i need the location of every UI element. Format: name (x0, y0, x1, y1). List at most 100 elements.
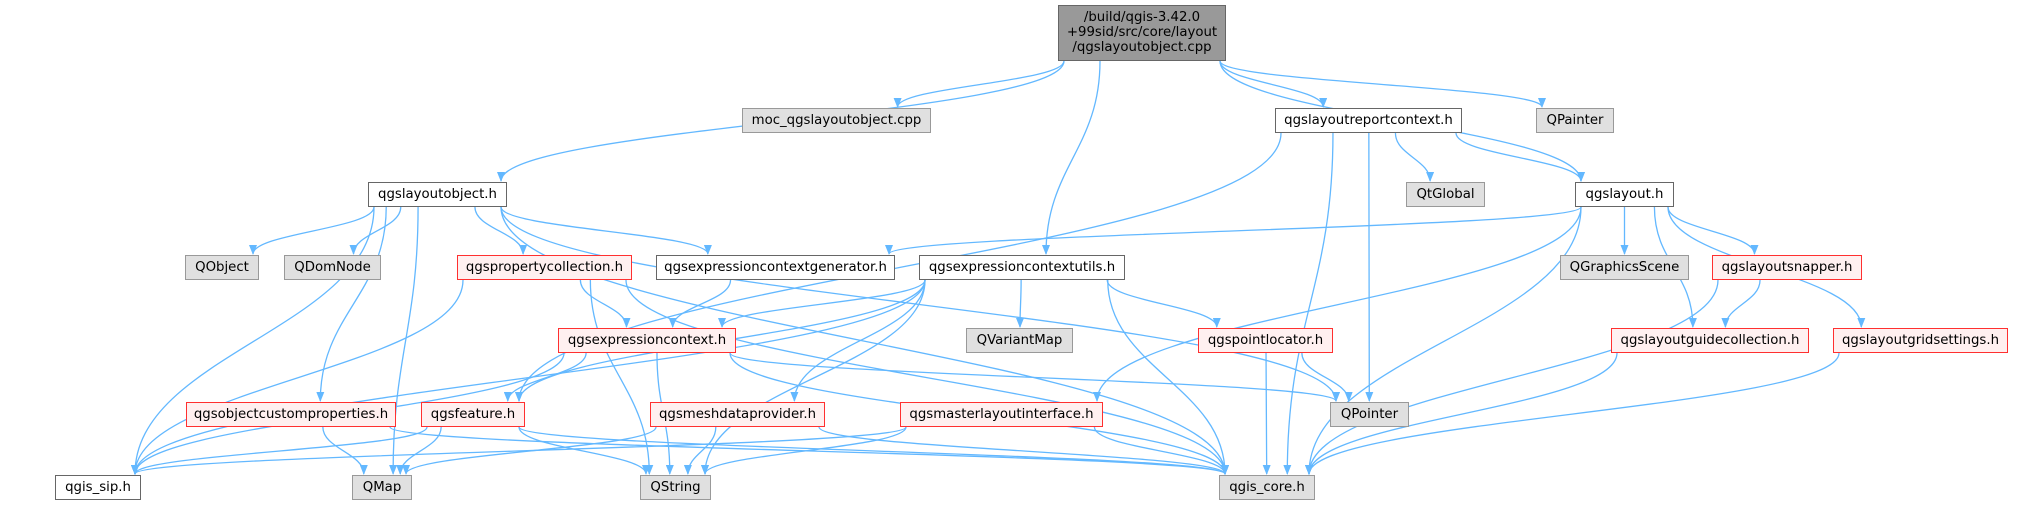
edge-exprctx-to-qpointer (729, 352, 1340, 402)
edge-guidecoll-to-qgis_core (1305, 352, 1618, 475)
edge-exprutils-to-qstring (701, 279, 926, 475)
edge-layoutobject-to-qobject (249, 206, 375, 255)
edge-propcoll-to-exprctx (579, 279, 631, 328)
node-guidecoll[interactable]: qgslayoutguidecollection.h (1611, 328, 1809, 353)
edge-report-to-qtglobal (1394, 132, 1435, 182)
node-label: qgsobjectcustomproperties.h (193, 407, 389, 422)
edge-gridsettings-to-qgis_core (1305, 352, 1840, 475)
edge-snapper-to-guidecoll (1721, 279, 1761, 328)
edge-exprutils-to-qgis_core (1107, 279, 1229, 475)
edge-exprgen-to-exprctx (668, 279, 732, 328)
node-label: QPointer (1340, 407, 1399, 422)
edge-layout-to-qgis_core (1305, 206, 1582, 475)
edge-layout-to-exprgen (885, 206, 1582, 255)
edge-mesh-to-qstring (683, 426, 717, 475)
node-gridsettings[interactable]: qgslayoutgridsettings.h (1833, 328, 2008, 353)
node-label: QObject (195, 260, 249, 275)
edge-exprutils-to-pointlocator (1106, 279, 1221, 328)
node-qtglobal[interactable]: QtGlobal (1406, 182, 1485, 207)
node-qobject[interactable]: QObject (185, 255, 259, 280)
node-objcustom[interactable]: qgsobjectcustomproperties.h (186, 402, 396, 427)
node-label: qgsexpressioncontextgenerator.h (664, 260, 887, 275)
node-master[interactable]: qgsmasterlayoutinterface.h (900, 402, 1103, 427)
node-qdomnode[interactable]: QDomNode (284, 255, 381, 280)
edge-root-to-qpainter (1219, 60, 1546, 108)
node-moc[interactable]: moc_qgslayoutobject.cpp (742, 108, 931, 133)
node-label: QMap (362, 480, 402, 495)
node-label: qgslayoutguidecollection.h (1620, 333, 1800, 348)
node-exprutils[interactable]: qgsexpressioncontextutils.h (919, 255, 1125, 280)
edge-propcoll-to-qgis_sip (131, 279, 464, 475)
node-label: qgsexpressioncontext.h (567, 333, 727, 348)
node-qpointer[interactable]: QPointer (1330, 402, 1409, 427)
node-label: QPainter (1546, 113, 1604, 128)
edge-report-to-qgis_core (1283, 132, 1334, 475)
node-qgis-core[interactable]: qgis_core.h (1219, 475, 1315, 500)
edge-snapper-to-qgis_core (1305, 279, 1719, 475)
edge-layoutobject-to-qgis_core (500, 206, 1229, 475)
node-qgraphicsscene[interactable]: QGraphicsScene (1560, 255, 1689, 280)
node-exprgen[interactable]: qgsexpressioncontextgenerator.h (656, 255, 895, 280)
node-exprctx[interactable]: qgsexpressioncontext.h (558, 328, 736, 353)
node-label: QDomNode (294, 260, 371, 275)
node-pointlocator[interactable]: qgspointlocator.h (1198, 328, 1333, 353)
node-qmap[interactable]: QMap (352, 475, 412, 500)
edge-propcoll-to-qstring (589, 279, 654, 475)
node-feature[interactable]: qgsfeature.h (421, 402, 525, 427)
edge-master-to-qgis_core (1093, 426, 1229, 475)
node-layout[interactable]: qgslayout.h (1575, 182, 1674, 207)
node-label: qgsmasterlayoutinterface.h (909, 407, 1094, 422)
node-label: qgslayoutreportcontext.h (1284, 113, 1453, 128)
node-qvariantmap[interactable]: QVariantMap (966, 328, 1073, 353)
node-qpainter[interactable]: QPainter (1536, 108, 1614, 133)
node-propcoll[interactable]: qgspropertycollection.h (457, 255, 632, 280)
edge-layoutobject-to-exprgen (500, 206, 712, 255)
edge-mesh-to-qgis_core (818, 426, 1229, 475)
node-qgis-sip[interactable]: qgis_sip.h (55, 475, 141, 500)
edge-master-to-qgis_sip (131, 426, 907, 475)
edge-propcoll-to-qgis_core (625, 279, 1229, 475)
node-label: qgslayoutobject.h (378, 187, 497, 202)
edge-feature-to-qgis_core (518, 426, 1229, 475)
node-mesh[interactable]: qgsmeshdataprovider.h (650, 402, 825, 427)
edge-exprctx-to-feature (503, 352, 587, 402)
edge-layoutobject-to-qmap (389, 206, 419, 475)
edge-master-to-qstring (701, 426, 907, 475)
edge-root-to-moc (893, 60, 1065, 108)
node-label: QString (650, 480, 701, 495)
node-label: moc_qgslayoutobject.cpp (751, 113, 922, 128)
edge-feature-to-qgis_sip (131, 426, 428, 475)
edge-report-to-layout (1455, 132, 1585, 182)
node-label: QGraphicsScene (1569, 260, 1680, 275)
edge-exprutils-to-qgis_sip (131, 279, 926, 475)
edge-exprutils-to-mesh (790, 279, 926, 402)
node-label: /build/qgis-3.42.0+99sid/src/core/layout… (1066, 10, 1218, 55)
node-label: qgspointlocator.h (1207, 333, 1324, 348)
node-label: qgis_sip.h (65, 480, 131, 495)
edge-exprutils-to-exprctx (718, 279, 926, 328)
node-label: qgsmeshdataprovider.h (658, 407, 817, 422)
edge-report-to-feature (515, 132, 1282, 402)
edge-objcustom-to-qmap (322, 426, 368, 475)
node-label: qgspropertycollection.h (465, 260, 624, 275)
edge-layoutobject-to-objcustom (316, 206, 387, 402)
node-root[interactable]: /build/qgis-3.42.0+99sid/src/core/layout… (1058, 5, 1226, 61)
edge-root-to-report (1219, 60, 1328, 108)
edge-pointlocator-to-qgis_core (1262, 352, 1271, 475)
node-report[interactable]: qgslayoutreportcontext.h (1275, 108, 1462, 133)
edge-pointlocator-to-qpointer (1301, 352, 1353, 402)
edge-feature-to-qstring (518, 426, 650, 475)
node-layoutobject[interactable]: qgslayoutobject.h (368, 182, 507, 207)
edge-layout-to-master (1093, 206, 1582, 402)
edge-layoutobject-to-qgis_sip (131, 206, 375, 475)
node-qstring[interactable]: QString (640, 475, 711, 500)
node-snapper[interactable]: qgslayoutsnapper.h (1712, 255, 1862, 280)
edge-layout-to-snapper (1667, 206, 1759, 255)
node-label: qgsfeature.h (430, 407, 516, 422)
edge-root-to-exprutils (1042, 60, 1101, 255)
node-label: qgslayoutsnapper.h (1721, 260, 1853, 275)
node-label: qgsexpressioncontextutils.h (928, 260, 1116, 275)
node-label: QVariantMap (976, 333, 1063, 348)
